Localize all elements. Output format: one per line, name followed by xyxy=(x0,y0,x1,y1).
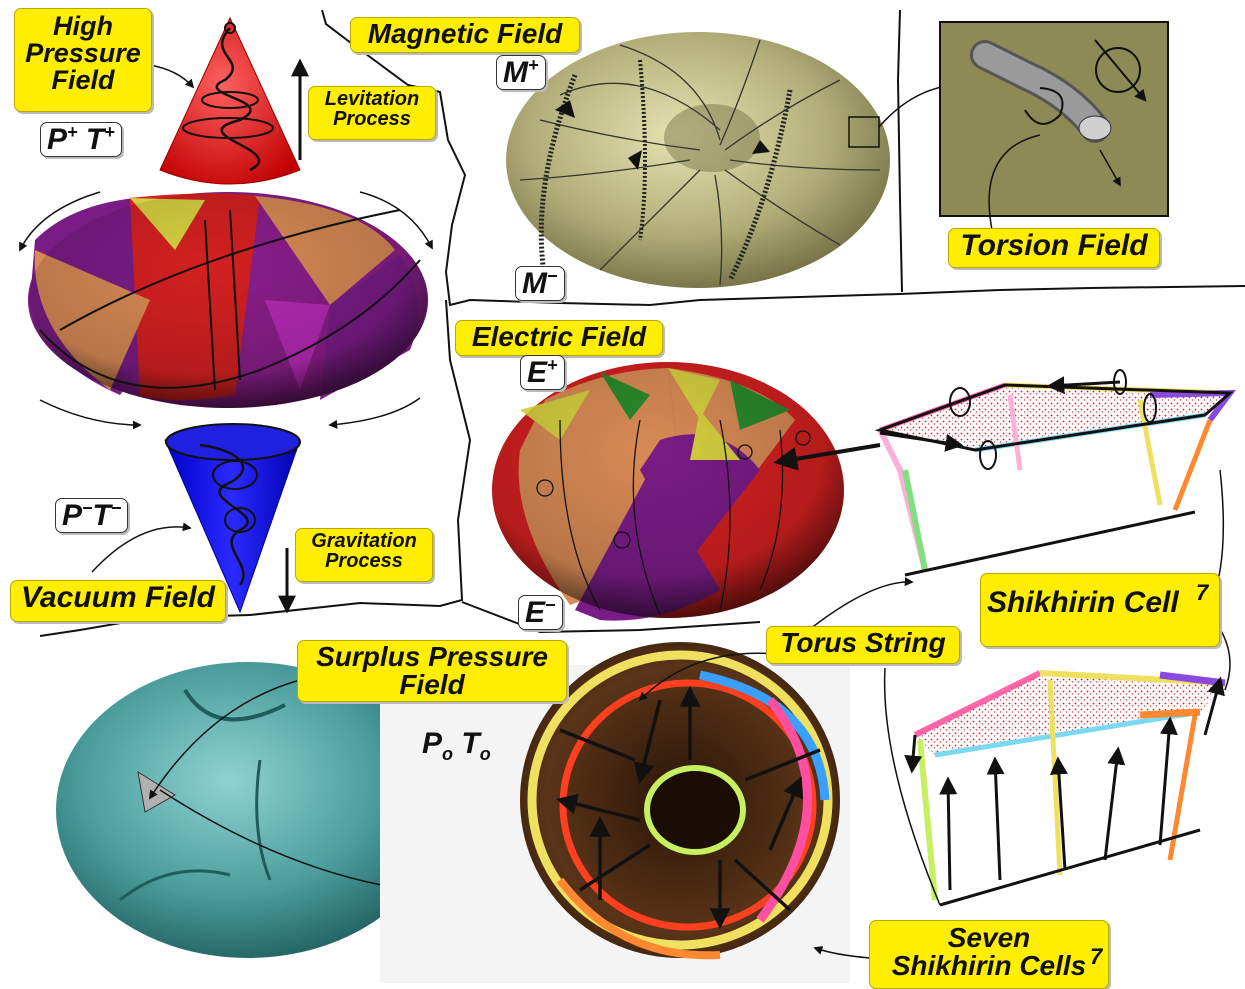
label-surplus-line1: Surplus Pressure xyxy=(298,643,566,671)
symbol-minus: − xyxy=(82,498,93,518)
label-magnetic-field: Magnetic Field xyxy=(350,17,580,53)
symbol-p-2: P xyxy=(62,499,82,532)
label-levitation-line2: Process xyxy=(309,109,435,129)
label-levitation-process: Levitation Process xyxy=(308,86,436,140)
symbol-p-plus-t-plus: P+ T+ xyxy=(40,122,122,157)
symbol-m: M xyxy=(503,56,528,89)
symbol-p-3: P xyxy=(422,727,442,760)
symbol-plus-4: + xyxy=(547,355,558,375)
symbol-p-minus-t-minus: P−T− xyxy=(55,498,128,533)
symbol-plus-3: + xyxy=(528,55,539,75)
symbol-p: P xyxy=(47,123,67,156)
label-surplus-pressure-field: Surplus Pressure Field xyxy=(297,640,567,702)
label-shikhirin-cell-text: Shikhirin Cell xyxy=(987,586,1179,619)
magnetic-torus xyxy=(506,32,975,288)
symbol-minus-3: − xyxy=(547,266,558,286)
symbol-t-2: T xyxy=(93,499,111,532)
label-seven-line1: Seven xyxy=(870,924,1108,952)
electric-torus xyxy=(492,362,844,621)
symbol-zero: o xyxy=(442,744,453,764)
label-vacuum-field: Vacuum Field xyxy=(10,580,226,622)
shikhirin-cell-lower xyxy=(895,660,1235,910)
symbol-minus-2: − xyxy=(111,498,122,518)
shikhirin-cell-upper xyxy=(778,370,1240,582)
symbol-plus: + xyxy=(67,122,78,142)
label-levitation-line1: Levitation xyxy=(309,89,435,109)
label-high-pressure-line1: High xyxy=(15,13,151,40)
symbol-p-zero-t-zero: Po To xyxy=(416,727,497,765)
red-cone xyxy=(160,18,300,184)
label-electric-field: Electric Field xyxy=(455,320,663,356)
label-high-pressure-field: High Pressure Field xyxy=(14,8,152,112)
label-gravitation-line1: Gravitation xyxy=(296,531,432,551)
symbol-zero-2: o xyxy=(480,744,491,764)
symbol-m-2: M xyxy=(522,267,547,300)
label-gravitation-process: Gravitation Process xyxy=(295,528,433,582)
superscript-seven-1: 7 xyxy=(1196,580,1208,606)
symbol-e-plus: E+ xyxy=(520,355,565,390)
superscript-seven-2: 7 xyxy=(1090,944,1102,970)
symbol-minus-4: − xyxy=(545,595,556,615)
symbol-t-3: T xyxy=(461,727,479,760)
label-high-pressure-line2: Pressure xyxy=(15,40,151,67)
label-gravitation-line2: Process xyxy=(296,551,432,571)
label-torsion-field: Torsion Field xyxy=(948,228,1160,268)
symbol-m-minus: M− xyxy=(515,266,565,301)
label-seven-shikhirin-cells: Seven Shikhirin Cells xyxy=(869,920,1109,989)
multicolor-torus xyxy=(28,192,428,408)
label-surplus-line2: Field xyxy=(298,671,566,699)
symbol-t: T xyxy=(86,123,104,156)
symbol-plus-2: + xyxy=(104,122,115,142)
symbol-e-2: E xyxy=(525,596,545,629)
label-torus-string: Torus String xyxy=(766,626,960,664)
label-seven-line2: Shikhirin Cells xyxy=(870,952,1108,980)
symbol-m-plus: M+ xyxy=(496,55,546,90)
label-high-pressure-line3: Field xyxy=(15,67,151,94)
label-shikhirin-cell: Shikhirin Cell xyxy=(980,573,1220,647)
symbol-e: E xyxy=(527,356,547,389)
torsion-panel xyxy=(940,22,1168,235)
symbol-e-minus: E− xyxy=(518,595,563,630)
